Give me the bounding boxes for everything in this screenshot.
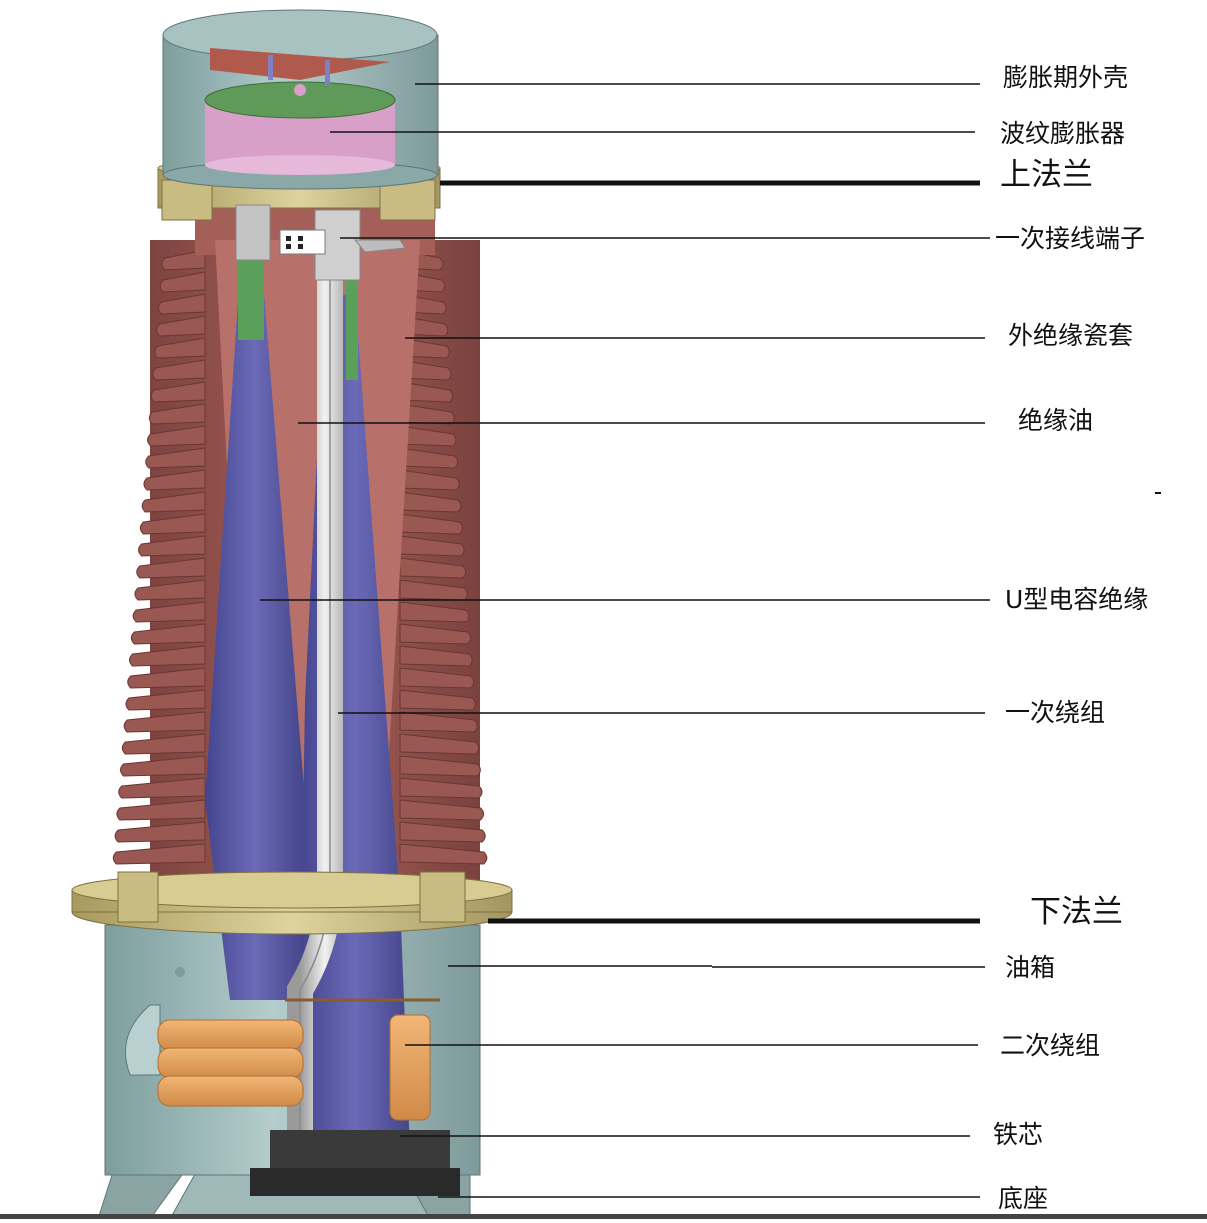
label-upper-flange: 上法兰: [1000, 160, 1093, 191]
label-primary-winding: 一次绕组: [1005, 700, 1105, 725]
label-iron-core: 铁芯: [993, 1122, 1043, 1147]
label-insulating-oil: 绝缘油: [1018, 408, 1093, 433]
label-base: 底座: [998, 1186, 1048, 1211]
label-u-capacitor-insulation: U型电容绝缘: [1005, 587, 1148, 612]
label-lower-flange: 下法兰: [1030, 897, 1123, 928]
label-oil-tank: 油箱: [1005, 955, 1055, 980]
lower-flange: [72, 872, 512, 934]
label-expander-shell: 膨胀期外壳: [1003, 65, 1128, 90]
label-corrugated-expander: 波纹膨胀器: [1000, 121, 1125, 146]
stray-mark: [1155, 492, 1161, 494]
label-secondary-winding: 二次绕组: [1000, 1033, 1100, 1058]
iron-core: [250, 1130, 460, 1196]
label-porcelain-bushing: 外绝缘瓷套: [1008, 323, 1133, 348]
label-primary-terminal: 一次接线端子: [995, 226, 1145, 251]
